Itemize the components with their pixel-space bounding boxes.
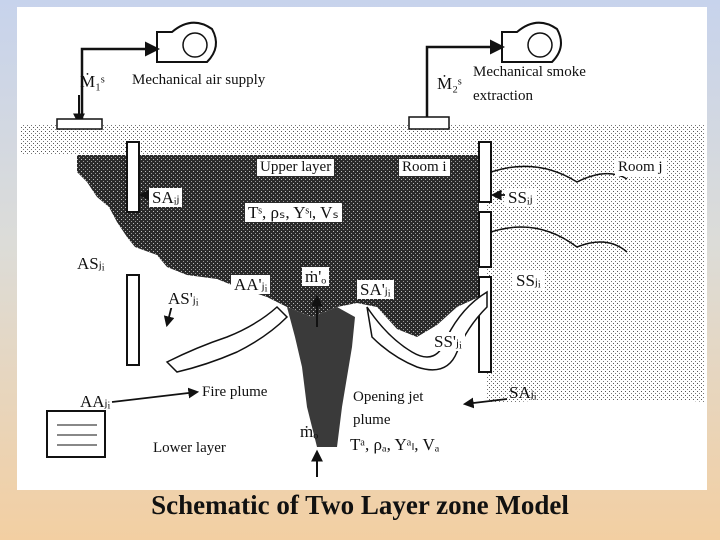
room-i-label: Room i (399, 159, 450, 176)
upper-props-label: Tˢ, ρₛ, Yˢₗ, Vₛ (245, 203, 342, 222)
aa-ji-label: AAⱼᵢ (80, 392, 111, 411)
aa-ji-arrow (111, 387, 200, 403)
right-wall-upper (478, 141, 492, 203)
m-o-label: ṁₒ (300, 422, 319, 441)
supply-fan-icon (56, 21, 217, 130)
room-j-smoke-layer (487, 155, 704, 403)
mech-smoke-label-line2: extraction (473, 88, 533, 104)
ss-ji-outflow (490, 226, 628, 253)
left-wall-upper (126, 141, 140, 213)
as-ji-arrow (163, 304, 175, 328)
sa-prime-ji-label: SA'ⱼᵢ (357, 280, 394, 299)
room-j-label: Room j (615, 159, 666, 176)
sa-ij-label: SAᵢⱼ (149, 188, 183, 207)
m-o-prime-label: ṁ'ₒ (302, 267, 330, 286)
as-ji-label: ASⱼᵢ (77, 254, 105, 273)
sa-ji-arrow (462, 397, 508, 409)
right-wall-middle (478, 211, 492, 268)
exhaust-fan-icon (408, 21, 562, 130)
lower-layer-label: Lower layer (153, 440, 226, 456)
opening-jet-label-line2: plume (353, 412, 391, 428)
mech-smoke-symbol: Ṁ₂ˢ (437, 74, 462, 93)
upper-layer-label: Upper layer (257, 159, 335, 176)
ss-ij-outflow (490, 165, 628, 183)
ss-ij-label: SSᵢⱼ (505, 188, 536, 207)
aa-prime-ji-label: AA'ⱼᵢ (231, 275, 271, 294)
mech-smoke-label-line1: Mechanical smoke (473, 64, 586, 80)
ss-ji-label: SSⱼᵢ (513, 271, 544, 290)
slide-title: Schematic of Two Layer zone Model (151, 490, 569, 520)
sa-ji-label: SAⱼᵢ (509, 383, 537, 402)
lower-props-label: Tᵃ, ρₐ, Yᵃₗ, Vₐ (350, 435, 440, 454)
left-jet-swirl (165, 305, 289, 373)
mech-air-supply-label: Mechanical air supply (132, 72, 266, 88)
mech-air-symbol: Ṁ₁ˢ (80, 72, 105, 91)
diagram-panel: Ṁ₁ˢ Mechanical air supply Ṁ₂ˢ Mechanic… (17, 7, 707, 490)
window-icon (46, 410, 106, 458)
left-wall-lower (126, 274, 140, 366)
opening-jet-label-line1: Opening jet (353, 389, 424, 405)
fire-plume (287, 307, 355, 447)
ss-prime-ji-label: SS'ⱼᵢ (431, 332, 465, 351)
fire-plume-label: Fire plume (202, 384, 268, 400)
right-wall-lower (478, 276, 492, 373)
as-prime-ji-label: AS'ⱼᵢ (165, 289, 202, 308)
